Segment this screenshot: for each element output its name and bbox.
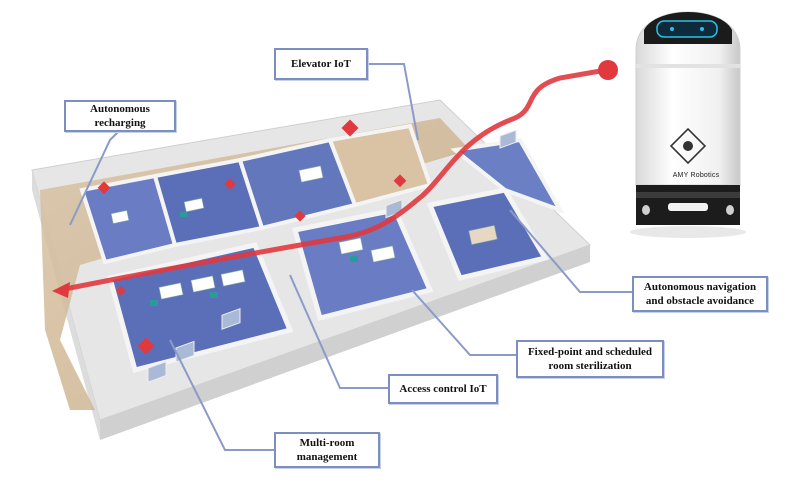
building-outer-wall-front <box>100 245 590 440</box>
route-origin-dot <box>598 60 618 80</box>
route-markers <box>97 119 407 355</box>
robot-display-eye-left <box>670 27 674 31</box>
robot-base-trim <box>636 192 740 198</box>
robot-logo-icon <box>669 127 707 165</box>
room-lower-left <box>106 242 294 374</box>
leader-multiroom <box>169 339 275 451</box>
robot-brand-text: AMY Robotics <box>672 172 720 179</box>
leader-navigation <box>509 209 632 293</box>
robot-display <box>656 20 718 38</box>
label-autonomous-recharging: Autonomous recharging <box>64 100 176 132</box>
building-floorplan <box>31 99 591 440</box>
leader-recharging <box>69 129 121 226</box>
robot-display-eye-right <box>700 27 704 31</box>
leader-access <box>289 274 388 389</box>
robot-sensor-right <box>726 205 734 215</box>
label-multi-room-management: Multi-room management <box>274 432 380 468</box>
label-access-control-iot: Access control IoT <box>388 374 498 404</box>
route-arrowhead <box>52 282 70 298</box>
equipment-teal <box>150 212 358 306</box>
leader-lines <box>69 63 632 451</box>
label-fixed-point-sterilization: Fixed-point and scheduled room steriliza… <box>516 340 664 378</box>
leader-sterilization <box>411 289 516 356</box>
disinfection-robot <box>630 11 746 238</box>
room-lower-middle <box>291 207 434 322</box>
robot-shadow <box>630 226 746 238</box>
robot-route-line <box>57 67 609 293</box>
furniture <box>110 165 498 300</box>
label-elevator-iot: Elevator IoT <box>274 48 368 80</box>
robot-base-light <box>668 203 708 211</box>
leader-elevator <box>368 63 419 141</box>
label-autonomous-navigation: Autonomous navigation and obstacle avoid… <box>632 276 768 312</box>
room-right-end <box>450 137 565 214</box>
robot-top-band <box>636 64 740 68</box>
robot-sensor-left <box>642 205 650 215</box>
